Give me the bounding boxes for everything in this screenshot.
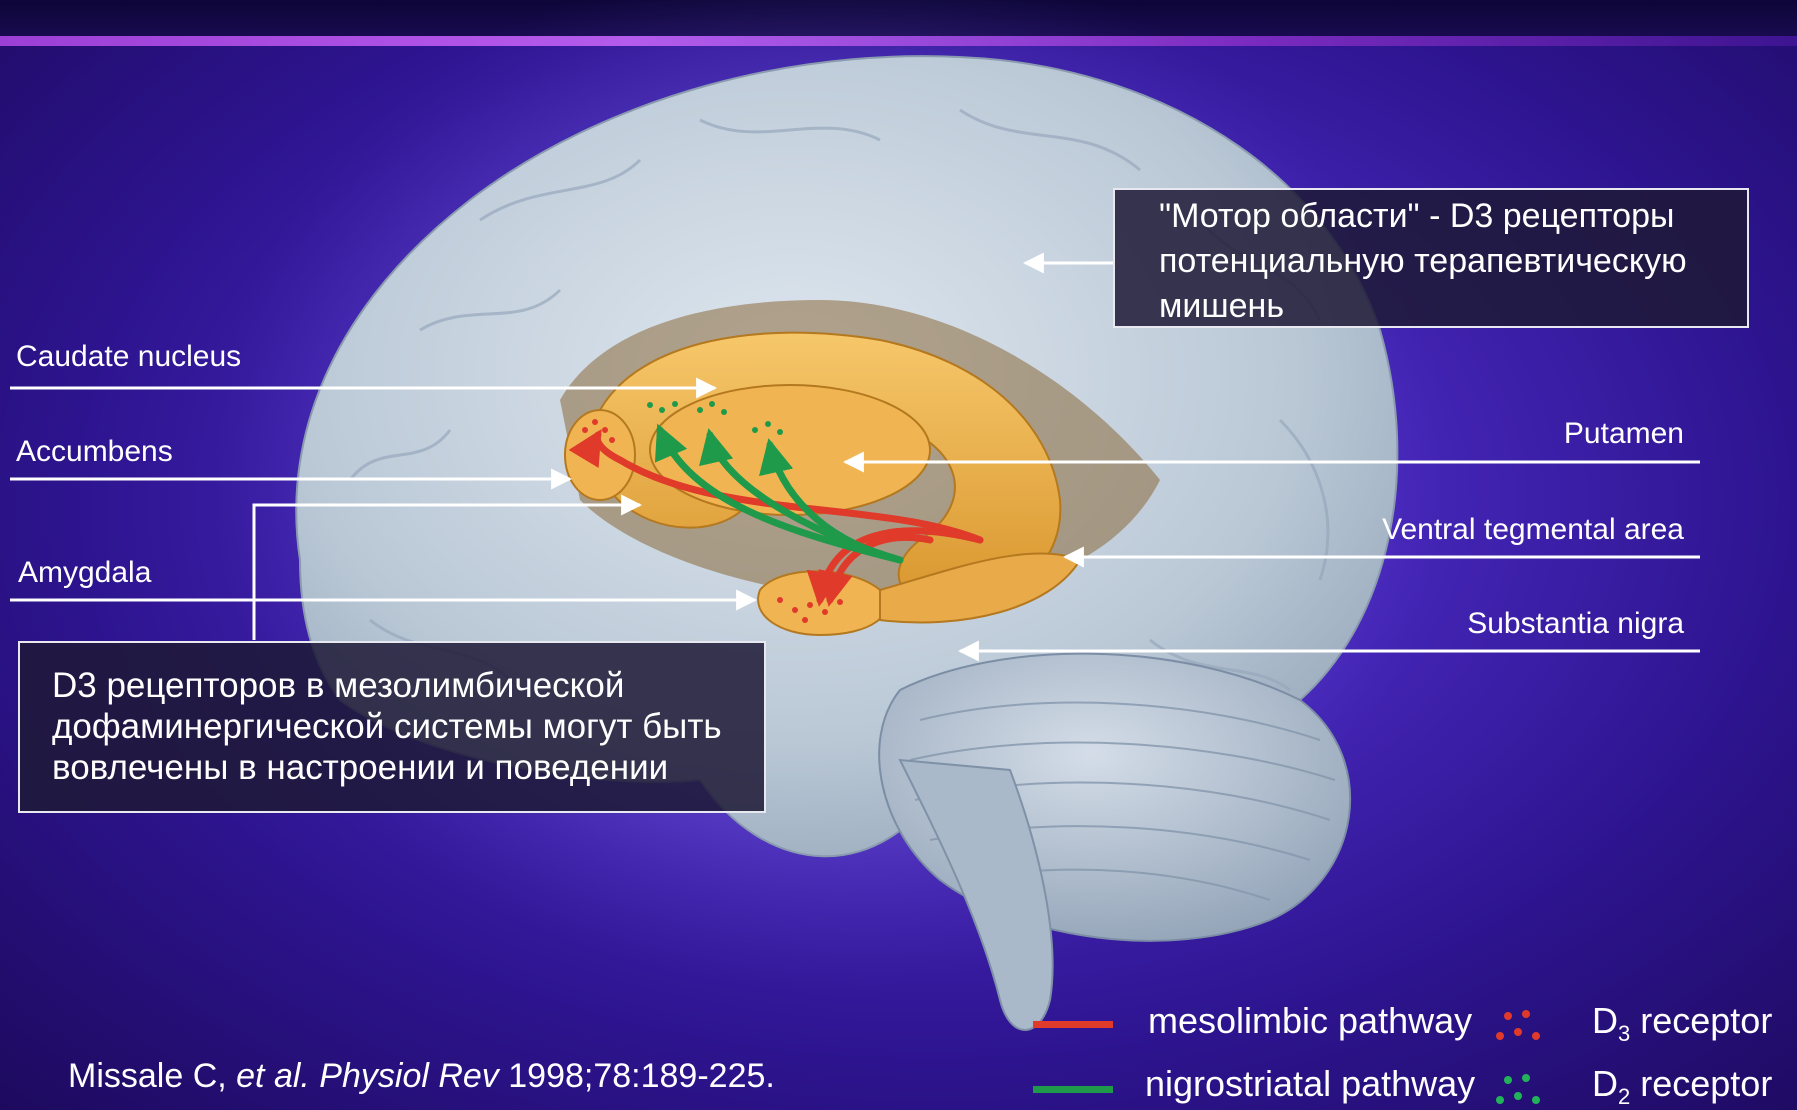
label-substantia-nigra: Substantia nigra xyxy=(1467,607,1684,641)
legend-d2-receptor: D2 receptor xyxy=(1592,1063,1772,1110)
motor-callout: "Мотор области" - D3 рецепторы потенциал… xyxy=(1113,188,1749,328)
legend-d3-receptor: D3 receptor xyxy=(1592,1000,1772,1047)
motor-callout-line-3: мишень xyxy=(1159,284,1747,329)
motor-callout-line-2: потенциальную терапевтическую xyxy=(1159,239,1747,284)
label-amygdala: Amygdala xyxy=(18,556,151,590)
mesolimbic-callout-line-2: дофаминергической системы могут быть xyxy=(52,706,764,747)
label-caudate-nucleus: Caudate nucleus xyxy=(16,340,241,374)
mesolimbic-callout-line-3: вовлечены в настроении и поведении xyxy=(52,747,764,788)
mesolimbic-callout: D3 рецепторов в мезолимбической дофамине… xyxy=(18,641,766,813)
legend-mesolimbic-label: mesolimbic pathway xyxy=(1148,1000,1472,1042)
mesolimbic-swatch xyxy=(1033,1021,1113,1028)
nigrostriatal-swatch xyxy=(1033,1086,1113,1093)
mesolimbic-callout-line-1: D3 рецепторов в мезолимбической xyxy=(52,665,764,706)
legend-nigrostriatal-label: nigrostriatal pathway xyxy=(1145,1063,1475,1105)
label-ventral-tegmental-area: Ventral tegmental area xyxy=(1382,513,1684,547)
label-accumbens: Accumbens xyxy=(16,435,173,469)
reference-line-1: Missale C, et al. Physiol Rev 1998;78:18… xyxy=(68,1057,775,1096)
accumbens-shape xyxy=(565,410,635,500)
d3-dots-icon xyxy=(1494,1008,1550,1044)
d2-dots-icon xyxy=(1494,1072,1550,1108)
label-putamen: Putamen xyxy=(1564,417,1684,451)
motor-callout-line-1: "Мотор области" - D3 рецепторы xyxy=(1159,194,1747,239)
